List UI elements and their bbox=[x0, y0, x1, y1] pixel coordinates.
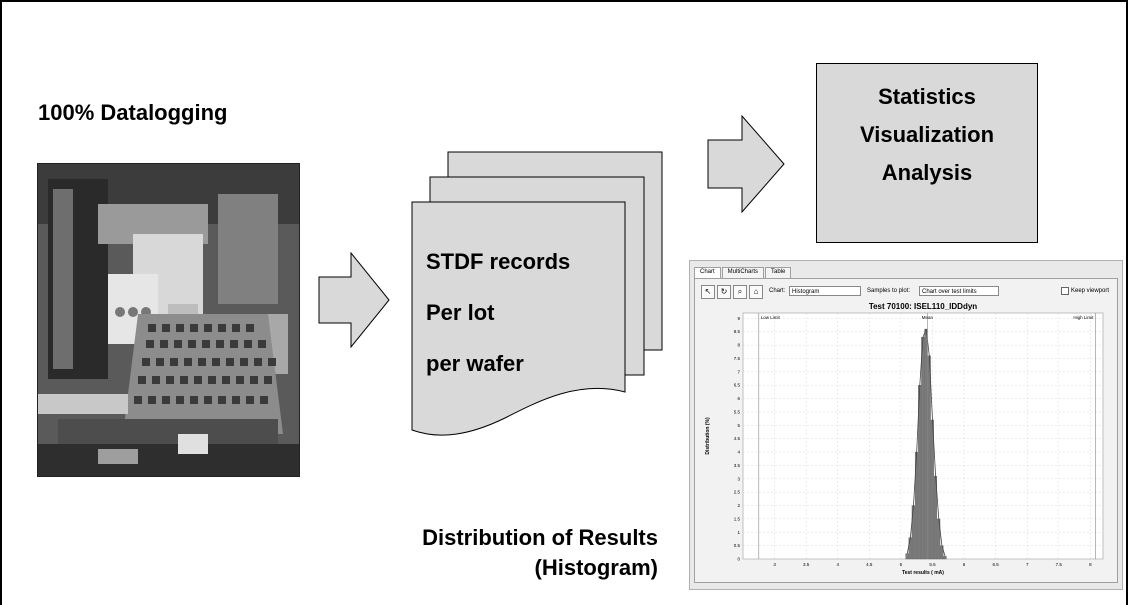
stats-line-1: Statistics bbox=[878, 84, 976, 109]
pointer-tool-icon[interactable]: ↖ bbox=[701, 285, 715, 299]
stdf-documents-icon bbox=[411, 151, 663, 436]
zoom-tool-icon[interactable]: ⌕ bbox=[733, 285, 747, 299]
distribution-curve bbox=[906, 328, 946, 557]
stats-line-2: Visualization bbox=[859, 122, 995, 147]
histogram-bar bbox=[908, 537, 912, 560]
y-axis-label: Distribution (%) bbox=[705, 417, 711, 455]
y-tick-label: 6.5 bbox=[734, 383, 741, 388]
y-tick-label: 1 bbox=[737, 530, 740, 535]
y-tick-label: 1.5 bbox=[734, 516, 741, 521]
records-line-2: Per lot bbox=[426, 300, 495, 325]
distribution-line-1: Distribution of Results bbox=[422, 525, 658, 550]
y-tick-label: 0 bbox=[737, 557, 740, 562]
chart-panel: ↖ ↻ ⌕ ⌂ Chart: Histogram Samples to plot… bbox=[694, 278, 1118, 583]
y-tick-label: 4.5 bbox=[734, 436, 741, 441]
y-tick-label: 8.5 bbox=[734, 329, 741, 334]
x-tick-label: 5.5 bbox=[929, 562, 936, 567]
right-arrow-icon bbox=[707, 115, 785, 213]
y-tick-label: 2.5 bbox=[734, 490, 741, 495]
histogram-bar bbox=[905, 553, 909, 560]
records-line-3: per wafer bbox=[426, 351, 524, 376]
x-tick-label: 6 bbox=[963, 562, 966, 567]
y-tick-label: 7 bbox=[737, 369, 740, 374]
samples-value: Chart over test limits bbox=[922, 289, 977, 295]
stats-line-3: Analysis bbox=[881, 160, 973, 185]
chart-type-label: Chart: bbox=[769, 288, 786, 294]
x-tick-label: 6.5 bbox=[992, 562, 999, 567]
marker-label: High Limit bbox=[1073, 315, 1094, 320]
keep-viewport-label: Keep viewport bbox=[1071, 288, 1110, 294]
statistics-box: Statistics Visualization Analysis bbox=[816, 63, 1038, 243]
y-tick-label: 9 bbox=[737, 316, 740, 321]
rotate-tool-icon[interactable]: ↻ bbox=[717, 285, 731, 299]
x-tick-label: 7.5 bbox=[1056, 562, 1063, 567]
chart-type-value: Histogram bbox=[792, 289, 820, 295]
x-tick-label: 4.5 bbox=[866, 562, 873, 567]
y-tick-label: 6 bbox=[737, 396, 740, 401]
y-tick-label: 4 bbox=[737, 450, 740, 455]
y-tick-label: 5 bbox=[737, 423, 740, 428]
right-arrow-icon bbox=[318, 252, 390, 348]
y-tick-label: 8 bbox=[737, 343, 740, 348]
stdf-records-text: STDF records Per lot per wafer bbox=[426, 236, 570, 389]
y-tick-label: 3 bbox=[737, 476, 740, 481]
app-tabs: Chart MultiCharts Table bbox=[694, 267, 792, 278]
y-tick-label: 5.5 bbox=[734, 409, 741, 414]
home-tool-icon[interactable]: ⌂ bbox=[749, 285, 763, 299]
y-tick-label: 2 bbox=[737, 503, 740, 508]
x-tick-label: 5 bbox=[900, 562, 903, 567]
tab-table[interactable]: Table bbox=[765, 267, 792, 278]
chart-title: Test 70100: ISEL110_IDDdyn bbox=[869, 302, 977, 311]
distribution-caption: Distribution of Results (Histogram) bbox=[346, 523, 658, 583]
y-tick-label: 0.5 bbox=[734, 543, 741, 548]
histogram-bar bbox=[927, 355, 931, 560]
x-tick-label: 3 bbox=[773, 562, 776, 567]
test-handler-photo bbox=[37, 163, 300, 477]
y-tick-label: 3.5 bbox=[734, 463, 741, 468]
datalogging-title: 100% Datalogging bbox=[38, 100, 228, 125]
tab-multicharts[interactable]: MultiCharts bbox=[721, 267, 765, 278]
records-line-1: STDF records bbox=[426, 249, 571, 274]
samples-select[interactable]: Chart over test limits bbox=[919, 286, 999, 296]
tab-chart[interactable]: Chart bbox=[694, 267, 721, 278]
chart-type-select[interactable]: Histogram bbox=[789, 286, 861, 296]
distribution-line-2: (Histogram) bbox=[534, 555, 658, 580]
x-axis-label: Test results ( mA) bbox=[902, 570, 944, 576]
marker-label: Mean bbox=[922, 315, 934, 320]
x-tick-label: 8 bbox=[1089, 562, 1092, 567]
x-tick-label: 4 bbox=[836, 562, 839, 567]
keep-viewport-checkbox[interactable] bbox=[1061, 287, 1069, 295]
x-tick-label: 7 bbox=[1026, 562, 1029, 567]
x-tick-label: 3.5 bbox=[803, 562, 810, 567]
y-tick-label: 7.5 bbox=[734, 356, 741, 361]
histogram-app-window: Chart MultiCharts Table ↖ ↻ ⌕ ⌂ Chart: H… bbox=[689, 260, 1123, 590]
histogram-bar bbox=[924, 328, 928, 560]
marker-label: Low Limit bbox=[761, 315, 781, 320]
samples-label: Samples to plot: bbox=[867, 288, 911, 294]
histogram-chart: Test 70100: ISEL110_IDDdyn 0 0.5 1 1.5 2 2.5 3 3… bbox=[705, 302, 1104, 576]
histogram-bar bbox=[943, 556, 947, 560]
histogram-bar bbox=[921, 336, 925, 560]
